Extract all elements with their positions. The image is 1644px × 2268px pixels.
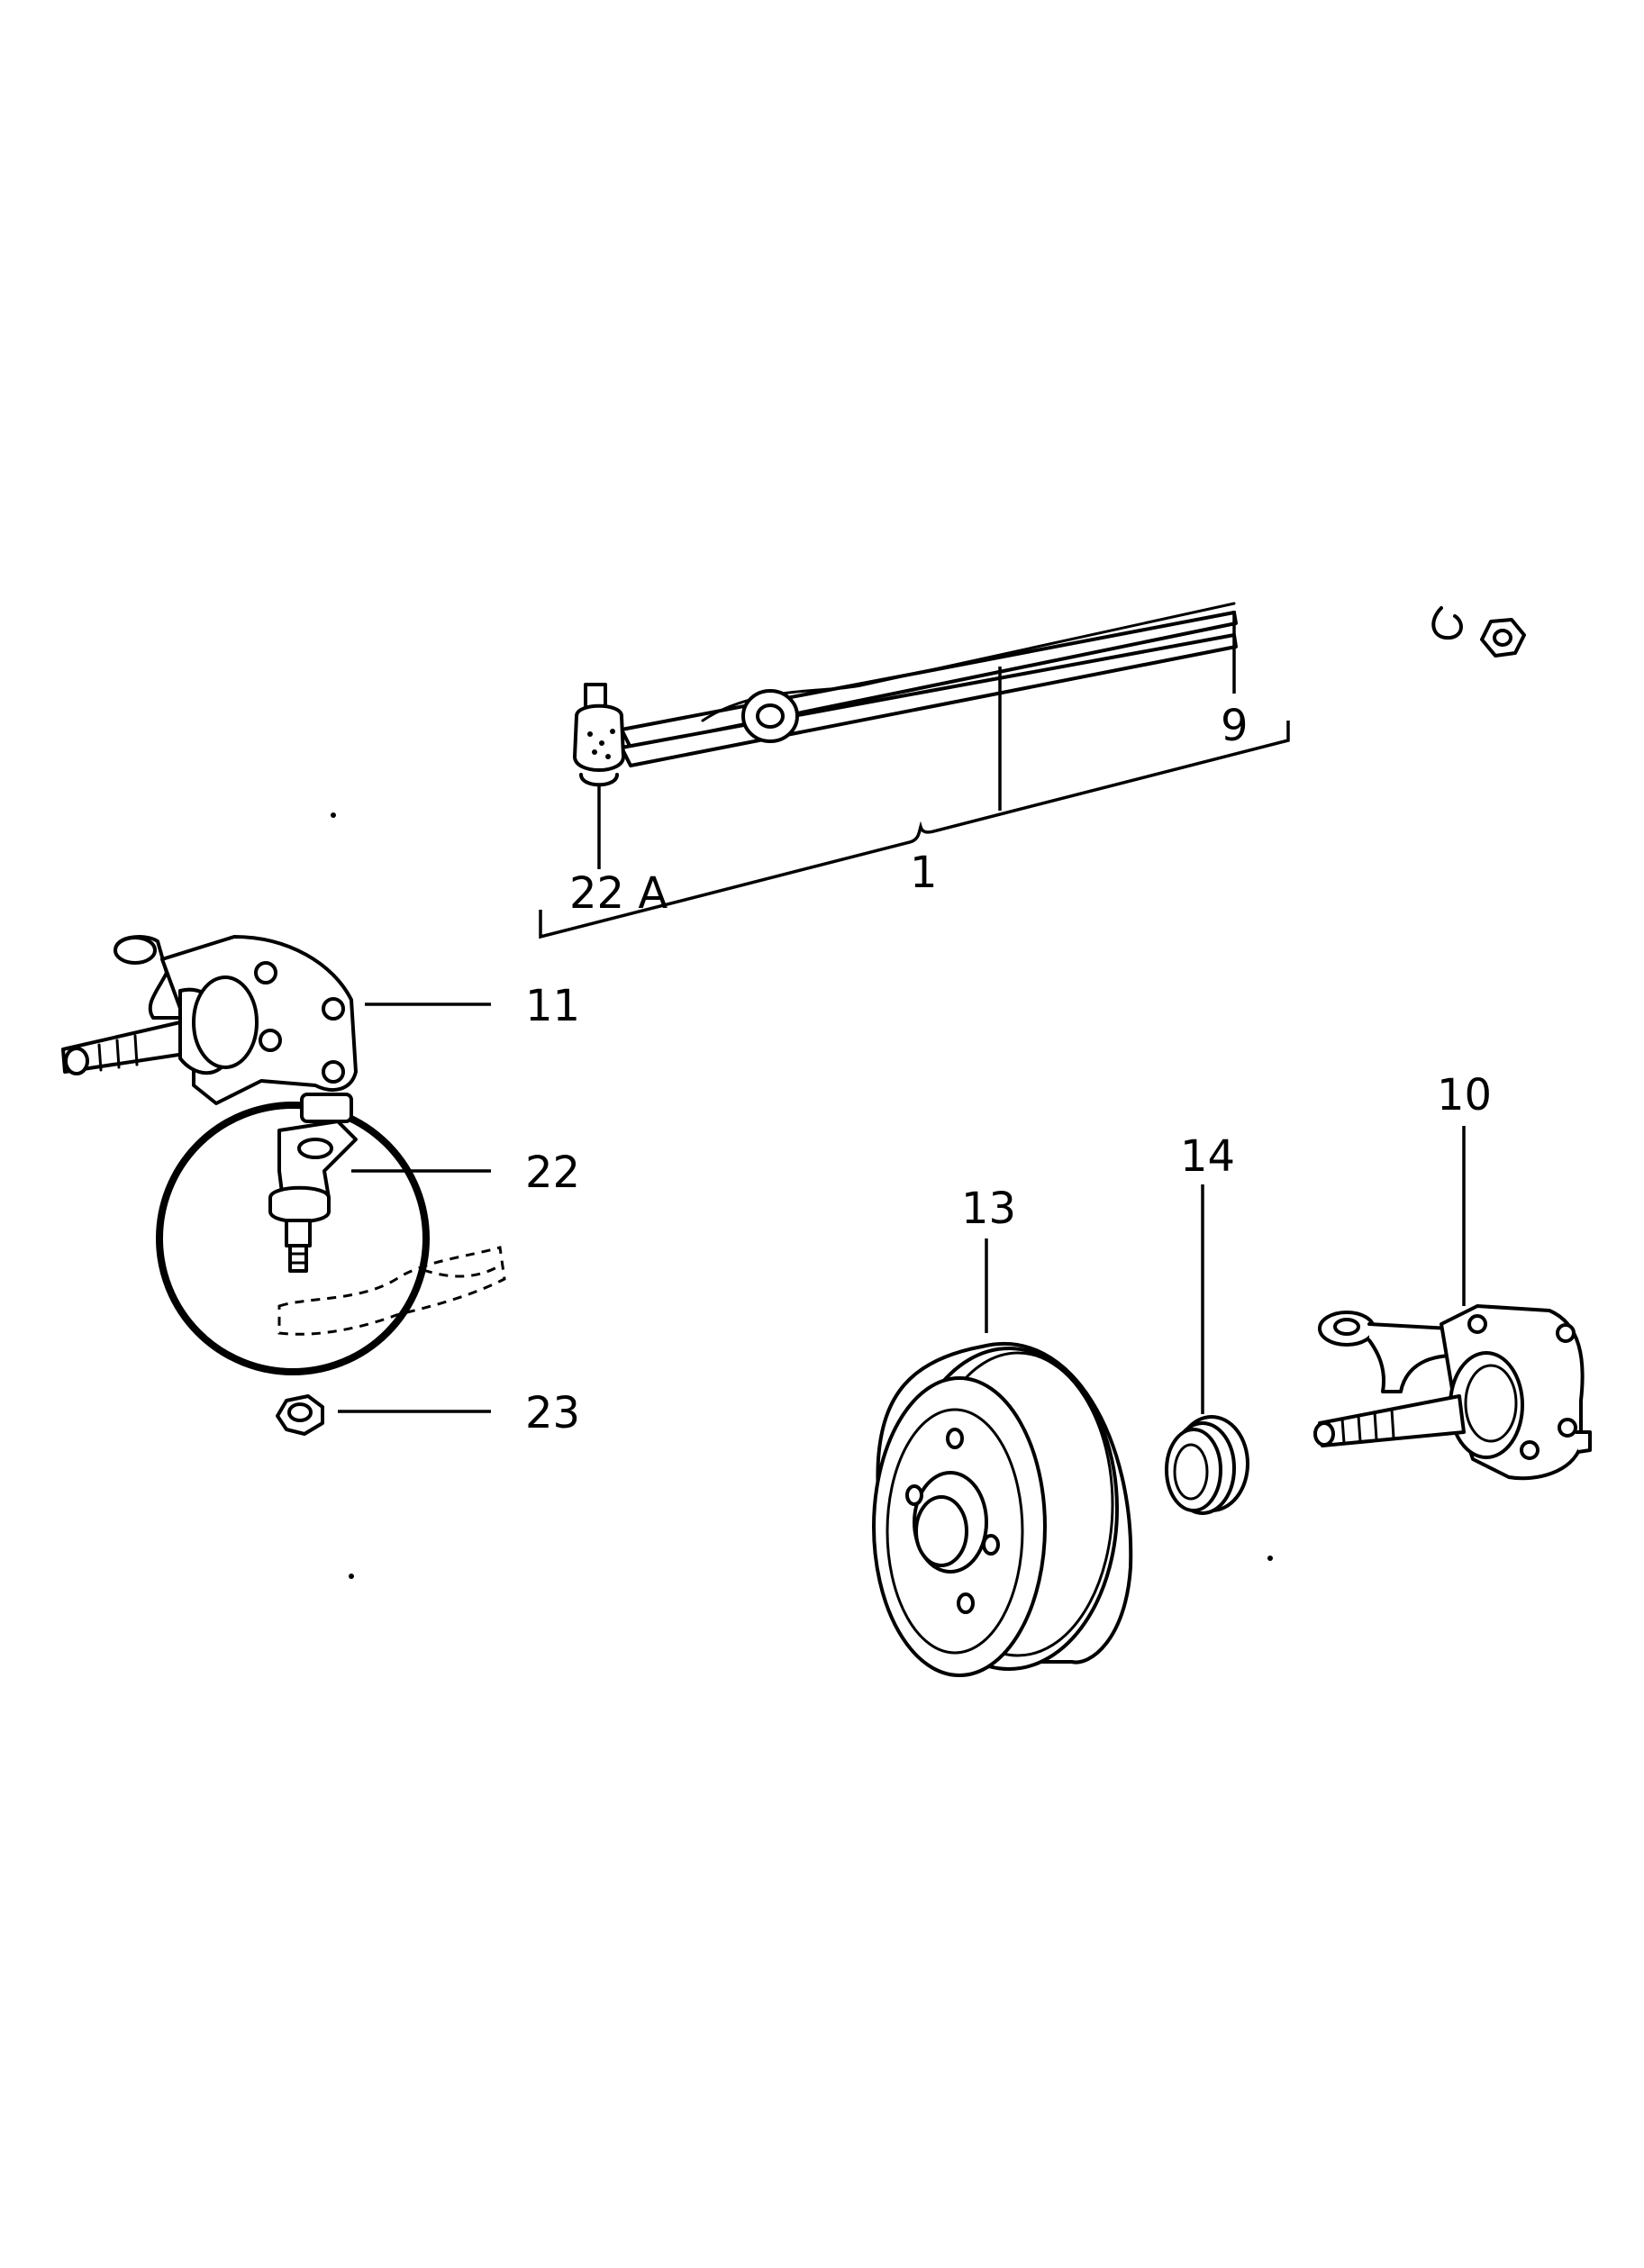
brake-drum [872,1342,1133,1677]
speck [349,1574,354,1579]
speck [1267,1556,1273,1561]
callout-22a: 22 A [569,868,668,919]
ball-joint-22a [573,683,625,787]
callout-11: 11 [525,981,580,1031]
washer-and-nut [1431,606,1526,658]
callout-9: 9 [1221,701,1249,751]
seal-14 [1165,1415,1249,1515]
speck [331,812,336,818]
callout-14: 14 [1180,1131,1235,1182]
callout-10: 10 [1437,1070,1492,1120]
callout-23: 23 [525,1388,580,1438]
nut-23 [276,1394,324,1436]
steering-knuckle-left [61,935,358,1105]
bracket-1 [539,721,1290,939]
detail-circle [156,1102,430,1375]
callout-13: 13 [961,1184,1016,1234]
callout-1: 1 [910,848,938,898]
ball-joint-22 [268,1093,358,1273]
callout-22: 22 [525,1148,580,1198]
tie-rod-assembly [573,602,1526,787]
steering-knuckle-right [1313,1304,1592,1481]
ghost-outline [277,1246,506,1336]
